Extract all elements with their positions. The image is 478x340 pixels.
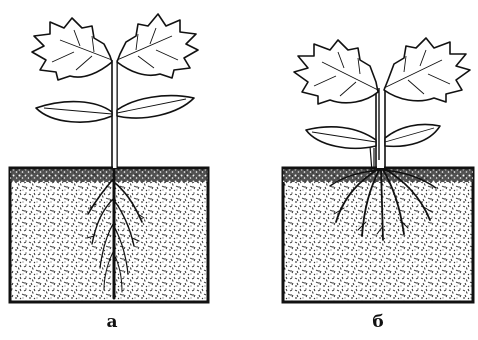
plant-a [10, 14, 208, 302]
caption-b: б [363, 312, 393, 332]
soil-box-b [283, 168, 473, 302]
lower-leaves-b [306, 125, 440, 149]
caption-a: а [97, 312, 127, 332]
stem-b [370, 88, 385, 172]
soil-box-a [10, 168, 208, 302]
plant-b [283, 38, 473, 302]
